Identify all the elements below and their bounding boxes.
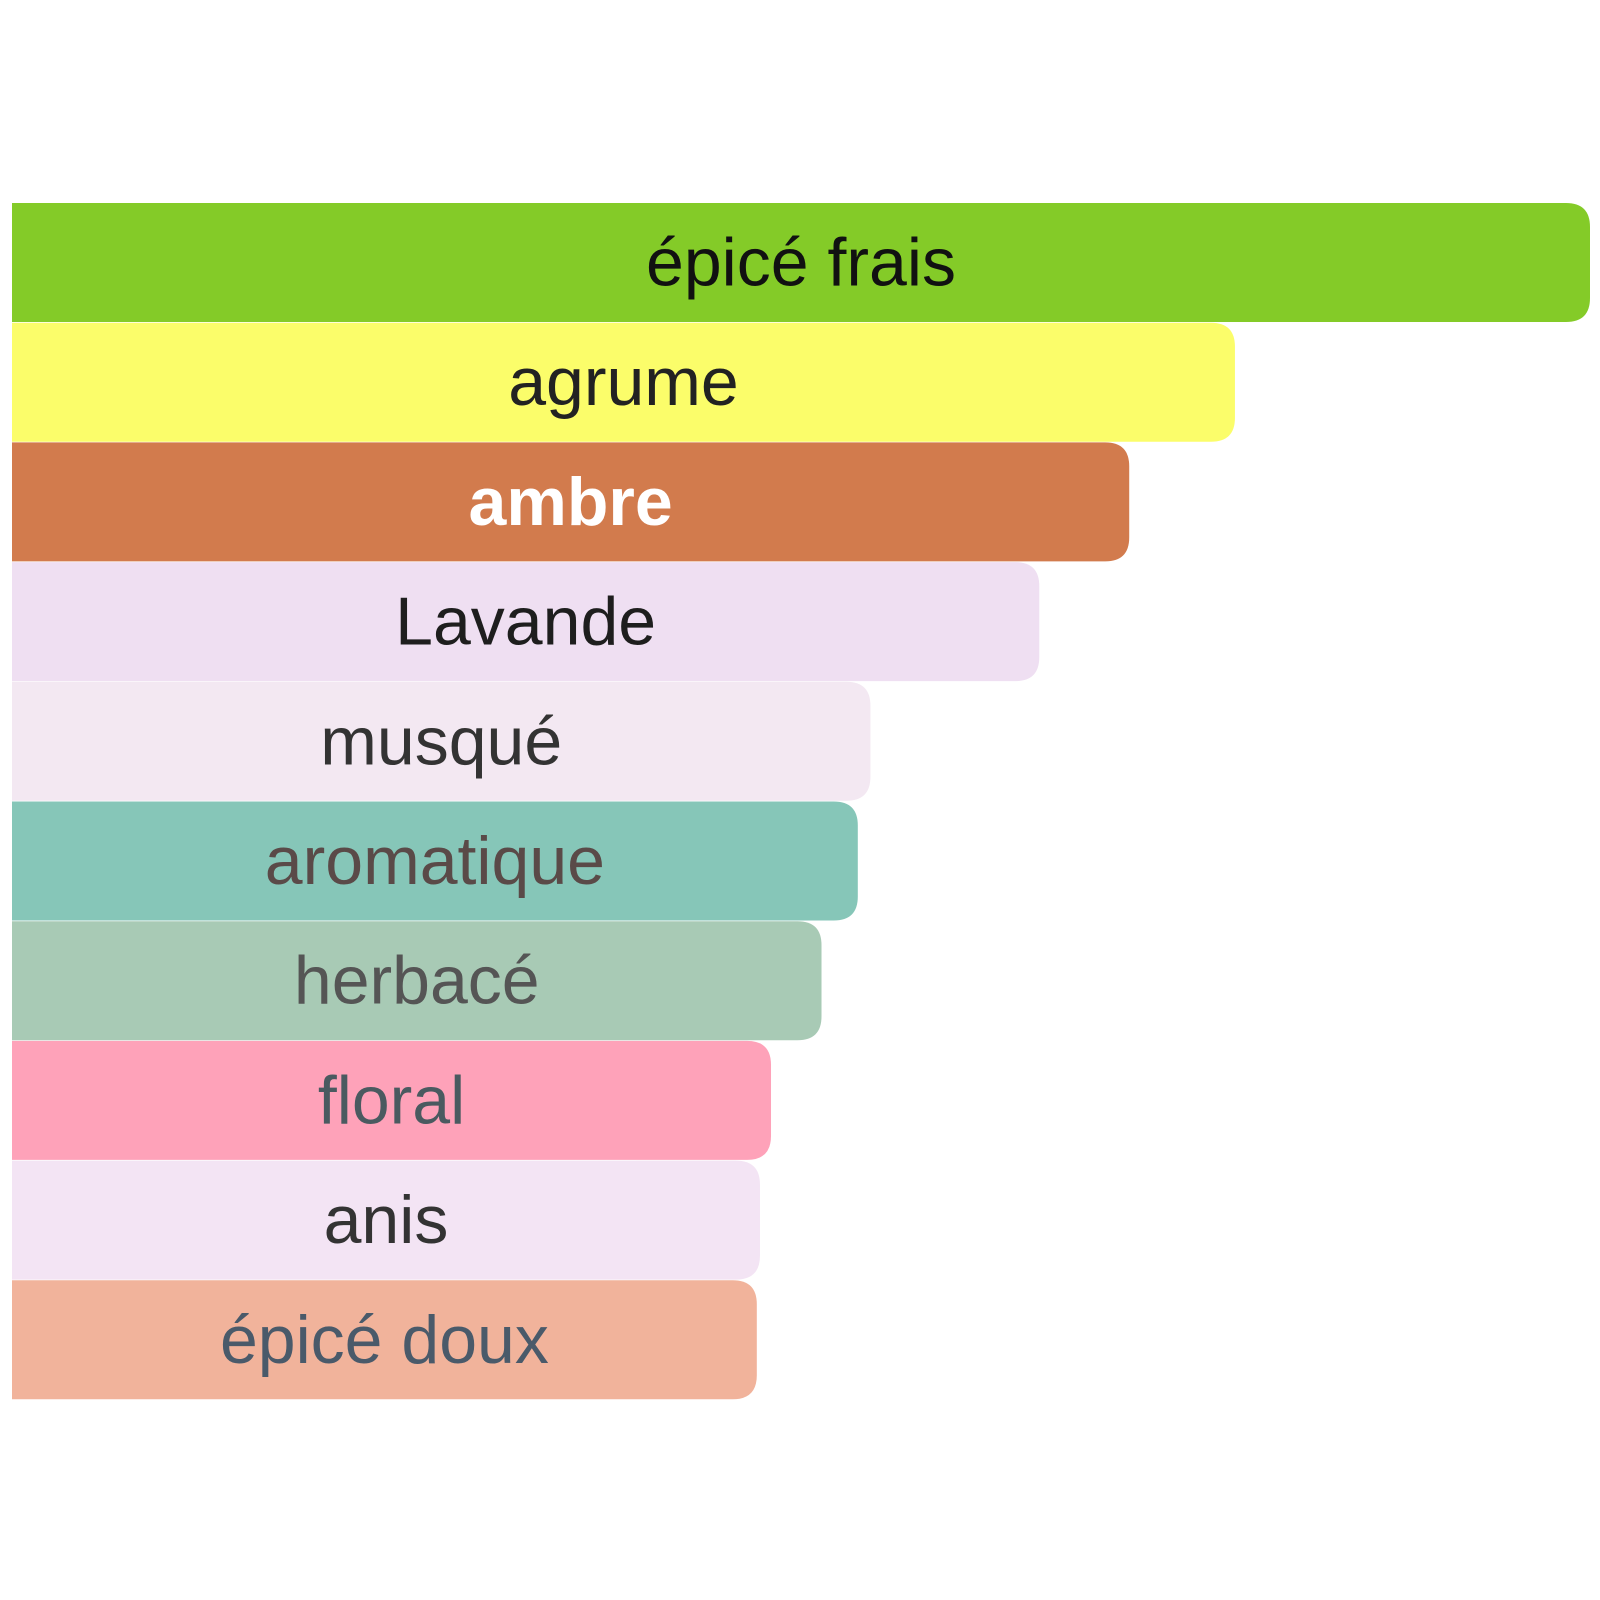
bar-label: ambre — [469, 464, 673, 540]
bar — [12, 322, 1235, 442]
bar — [12, 1160, 760, 1280]
bar — [12, 442, 1130, 562]
bar — [12, 681, 871, 801]
bar — [12, 562, 1040, 682]
bar-label: agrume — [508, 344, 739, 420]
bar — [12, 1040, 772, 1160]
bar-label: anis — [324, 1182, 449, 1258]
bar-label: aromatique — [265, 823, 605, 899]
bar-label: musqué — [320, 703, 562, 779]
bar-label: épicé doux — [220, 1302, 549, 1378]
bar-label: Lavande — [395, 584, 656, 660]
bar-label: floral — [318, 1062, 465, 1138]
bar — [12, 203, 1590, 322]
bar-label: herbacé — [294, 943, 540, 1019]
bar — [12, 1280, 757, 1400]
bar — [12, 801, 858, 921]
bar — [12, 921, 822, 1041]
bar-label: épicé frais — [646, 225, 956, 301]
